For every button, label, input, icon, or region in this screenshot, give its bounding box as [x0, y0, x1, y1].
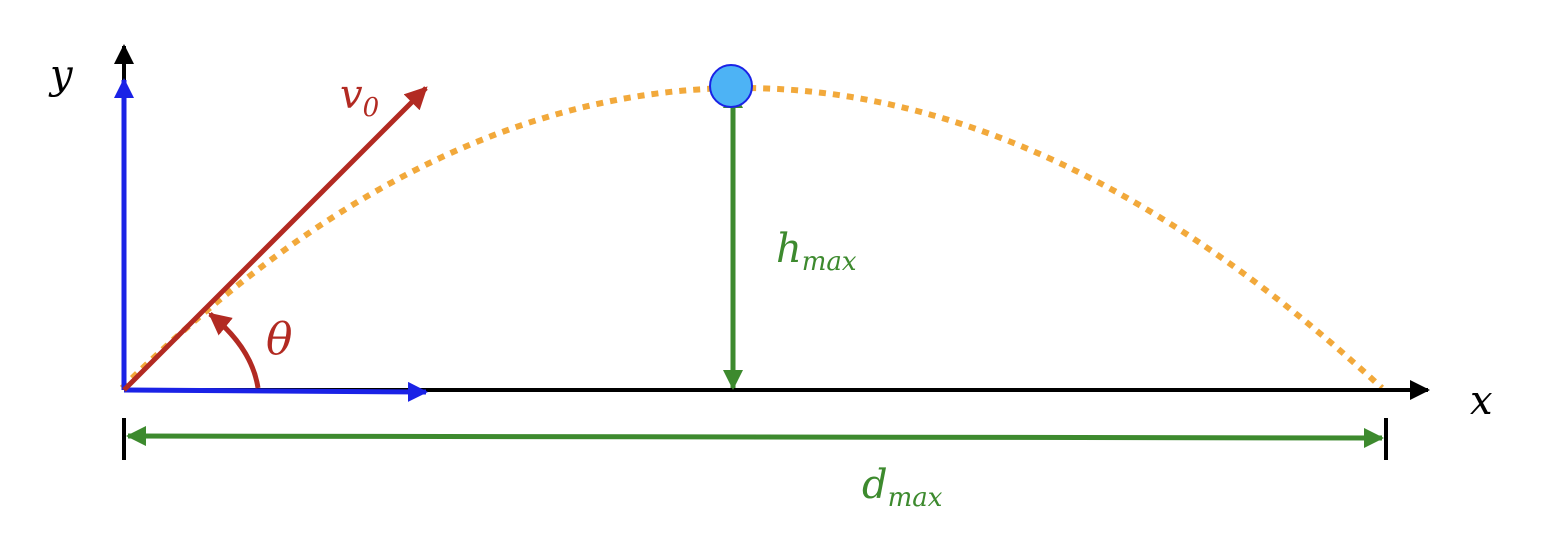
velocity-arrow	[122, 86, 428, 392]
max-height-label: hmax	[776, 226, 857, 277]
x-axis-label: x	[1470, 378, 1493, 424]
y-axis-label: y	[48, 52, 74, 98]
angle-arc	[208, 312, 261, 389]
vx-component-arrow	[123, 381, 428, 402]
max-distance-label: dmax	[862, 462, 943, 513]
projectile-ball	[709, 64, 753, 108]
velocity-label: v0	[340, 72, 379, 123]
angle-label: θ	[266, 314, 293, 365]
trajectory-curve	[119, 85, 1385, 391]
max-distance-arrow	[126, 426, 1384, 448]
